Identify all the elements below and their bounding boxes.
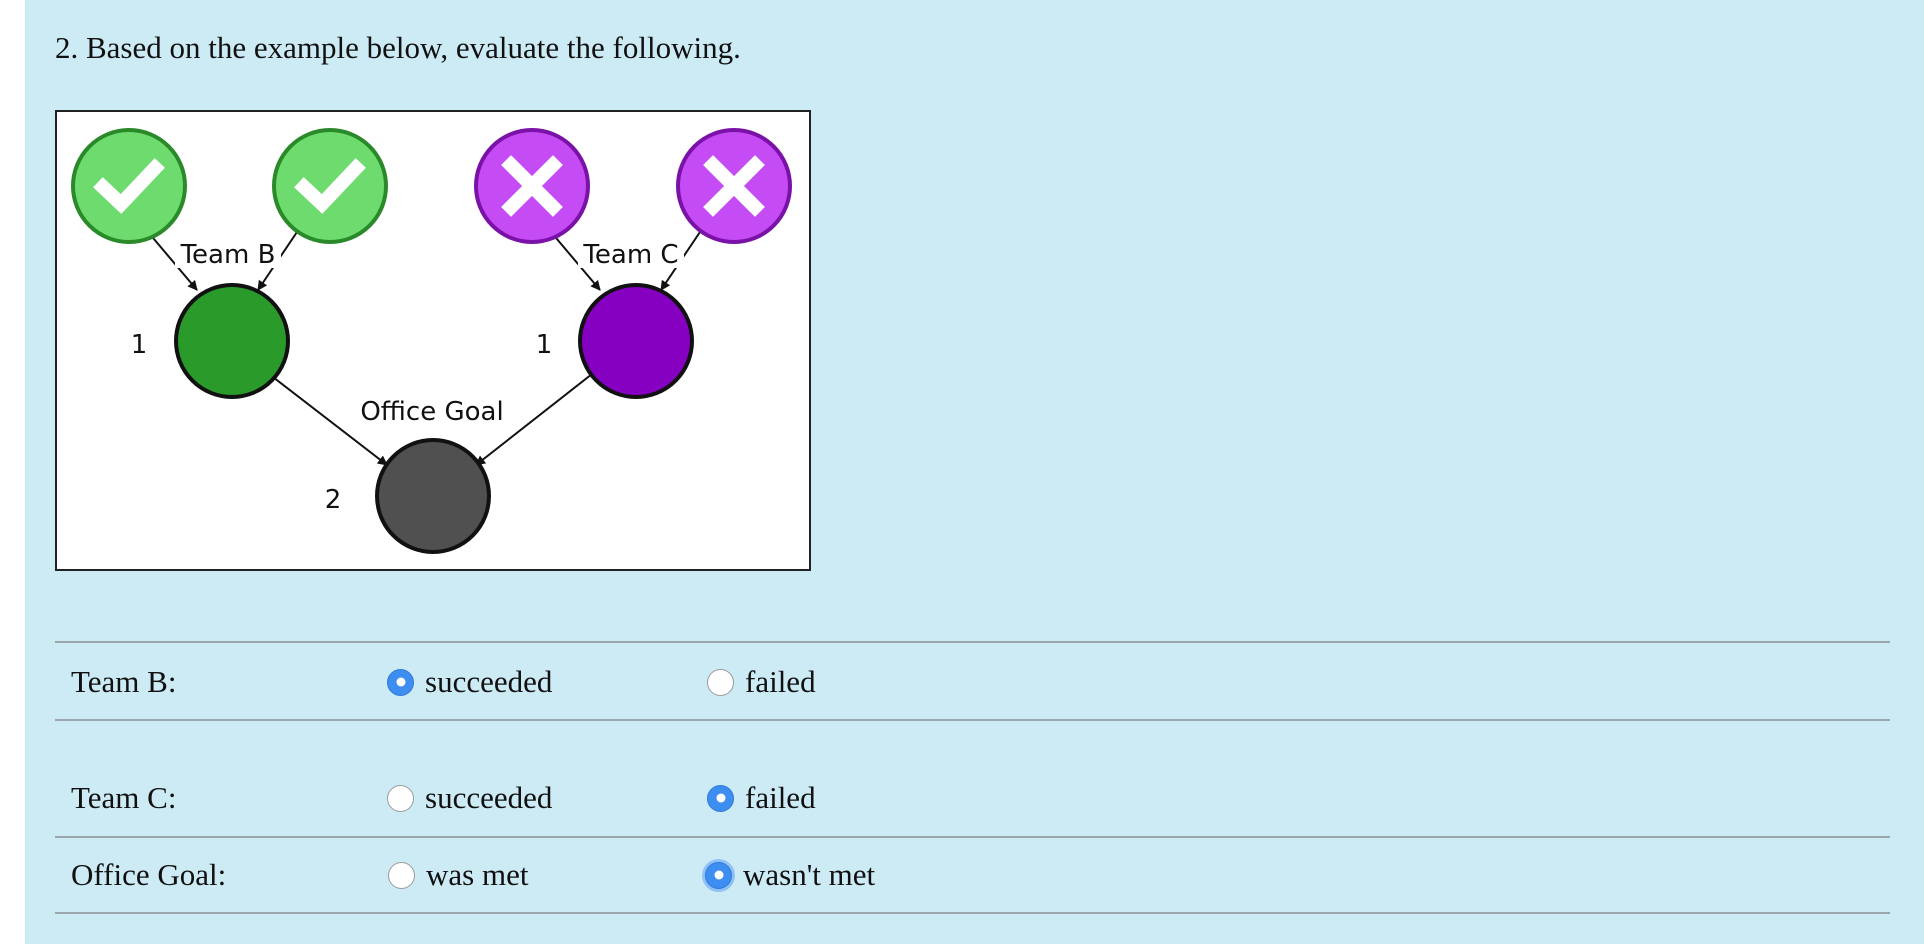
office-goal-label: Office Goal xyxy=(360,397,503,427)
member-node-4 xyxy=(676,128,792,244)
team-c-succeeded-option[interactable]: succeeded xyxy=(387,780,552,816)
option-label: failed xyxy=(745,780,816,815)
option-label: was met xyxy=(426,857,529,892)
goal-wasnt-met-option[interactable]: wasn't met xyxy=(705,857,875,893)
team-b-question-label: Team B: xyxy=(71,664,177,699)
team-b-node xyxy=(174,283,290,399)
office-goal-node xyxy=(375,438,491,554)
row-divider xyxy=(55,719,1890,721)
row-divider xyxy=(55,836,1890,838)
diagram-canvas: Team B Team C 1 1 Office Goal 2 xyxy=(71,128,792,554)
check-icon xyxy=(93,158,165,214)
goal-diagram: Team B Team C 1 1 Office Goal 2 xyxy=(55,110,811,571)
row-divider xyxy=(55,912,1890,914)
team-c-label: Team C xyxy=(582,240,678,270)
member-node-3 xyxy=(474,128,590,244)
team-c-failed-option[interactable]: failed xyxy=(707,780,816,816)
office-goal-question-label: Office Goal: xyxy=(71,857,227,892)
edge-member3-team-c xyxy=(550,231,601,291)
option-label: failed xyxy=(745,664,816,699)
row-divider xyxy=(55,641,1890,643)
goal-was-met-radio[interactable] xyxy=(388,861,415,889)
edge-team-b-goal xyxy=(268,373,388,466)
question-text: 2. Based on the example below, evaluate … xyxy=(55,30,741,65)
option-label: succeeded xyxy=(425,780,553,815)
option-label: wasn't met xyxy=(743,857,876,892)
check-icon xyxy=(294,158,366,214)
team-b-failed-option[interactable]: failed xyxy=(707,664,816,700)
team-c-failed-radio[interactable] xyxy=(707,784,734,812)
team-b-threshold: 1 xyxy=(131,330,148,360)
team-c-question-label: Team C: xyxy=(71,780,177,815)
team-b-succeeded-option[interactable]: succeeded xyxy=(387,664,552,700)
team-b-failed-radio[interactable] xyxy=(707,668,734,696)
team-b-row: Team B: succeeded failed xyxy=(55,664,1890,700)
team-c-row: Team C: succeeded failed xyxy=(55,780,1890,816)
team-b-label: Team B xyxy=(180,240,276,270)
cross-icon xyxy=(501,155,563,217)
cross-icon xyxy=(703,155,765,217)
edge-member1-team-b xyxy=(147,231,198,291)
member-node-1 xyxy=(71,128,187,244)
team-c-threshold: 1 xyxy=(536,330,553,360)
team-c-succeeded-radio[interactable] xyxy=(387,784,414,812)
edge-team-c-goal xyxy=(475,373,593,466)
team-c-node xyxy=(578,283,694,399)
option-label: succeeded xyxy=(425,664,553,699)
member-node-2 xyxy=(272,128,388,244)
office-goal-row: Office Goal: was met wasn't met xyxy=(55,857,1890,893)
goal-was-met-option[interactable]: was met xyxy=(388,857,528,893)
team-b-succeeded-radio[interactable] xyxy=(387,668,414,696)
goal-threshold: 2 xyxy=(325,485,342,515)
goal-wasnt-met-radio[interactable] xyxy=(705,861,732,889)
